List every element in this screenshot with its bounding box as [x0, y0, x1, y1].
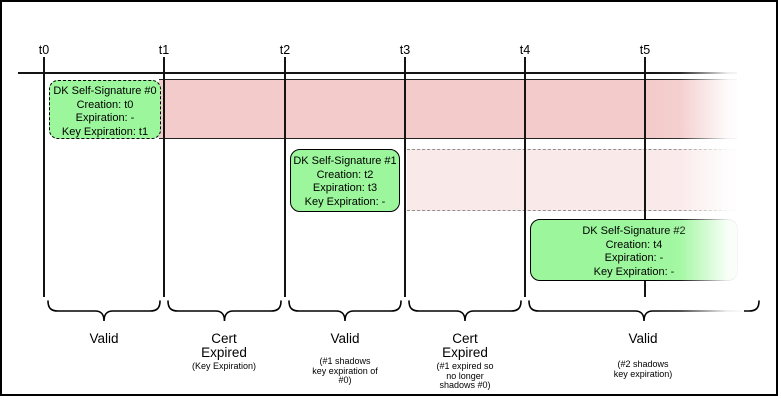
signature1-expiration: Expiration: t3 — [312, 182, 378, 194]
brace-period-1 — [47, 300, 161, 322]
tick-line-t4 — [524, 57, 526, 297]
period-3-note-line3: #0) — [338, 375, 352, 385]
signature1-title: DK Self-Signature #1 — [293, 155, 397, 167]
tick-label-t5: t5 — [639, 43, 651, 57]
period-5-note-line2: key expiration) — [613, 368, 673, 379]
tick-line-t0 — [43, 57, 45, 297]
signature0-title: DK Self-Signature #0 — [53, 85, 157, 97]
period-4-note-line1: (#1 expired so — [436, 361, 494, 371]
signature1-box: DK Self-Signature #1 Creation: t2 Expira… — [290, 149, 400, 212]
period-4-label-line1: Cert — [452, 331, 478, 346]
timeline-axis — [18, 72, 737, 74]
period-2-label-block: Cert Expired (Key Expiration) — [149, 332, 299, 372]
period-4-label-line2: Expired — [442, 345, 488, 360]
tick-line-t2 — [284, 57, 286, 297]
tick-line-t1 — [163, 57, 165, 297]
period-2-label-line2: Expired — [201, 345, 247, 360]
period-5-label-block: Valid (#2 shadows key expiration) — [568, 332, 718, 379]
period-3-label-block: Valid (#1 shadows key expiration of #0) — [270, 332, 420, 386]
period-2-note: (Key Expiration) — [191, 361, 257, 371]
brace-period-2 — [167, 300, 282, 322]
period-3-label: Valid — [330, 331, 360, 346]
period-3-note-line2: key expiration of — [312, 365, 378, 376]
signature2-creation: Creation: t4 — [605, 238, 663, 251]
period-4-note-line3: shadows #0) — [439, 380, 491, 390]
signature0-expiration: Expiration: - — [75, 112, 135, 124]
period-4-note-line2: no longer — [446, 370, 484, 381]
period-2-label-line1: Cert — [211, 331, 237, 346]
signature0-creation: Creation: t0 — [76, 98, 134, 111]
tick-label-t1: t1 — [158, 43, 170, 57]
tick-label-t3: t3 — [399, 43, 411, 57]
brace-period-4 — [408, 300, 522, 322]
tick-label-t4: t4 — [519, 43, 531, 57]
signature0-key-expiration: Key Expiration: t1 — [61, 125, 149, 138]
brace-period-5 — [528, 300, 760, 322]
right-fade-gradient — [652, 3, 744, 329]
period-5-note-line1: (#2 shadows — [617, 359, 669, 369]
signature1-key-expiration: Key Expiration: - — [304, 195, 386, 208]
tick-line-t3 — [404, 57, 406, 297]
tick-label-t2: t2 — [279, 43, 291, 57]
period-1-label: Valid — [89, 331, 119, 346]
signature0-validity-band — [159, 79, 737, 139]
signature2-expiration: Expiration: - — [604, 252, 664, 264]
brace-period-3 — [288, 300, 402, 322]
period-5-label: Valid — [628, 331, 658, 346]
tick-line-t5 — [644, 57, 646, 297]
signature0-box: DK Self-Signature #0 Creation: t0 Expira… — [49, 80, 161, 139]
signature1-creation: Creation: t2 — [316, 168, 374, 181]
period-4-label-block: Cert Expired (#1 expired so no longer sh… — [390, 332, 540, 391]
period-3-note-line1: (#1 shadows — [319, 356, 371, 366]
tick-label-t0: t0 — [38, 43, 50, 57]
period-1-label-block: Valid — [29, 332, 179, 346]
